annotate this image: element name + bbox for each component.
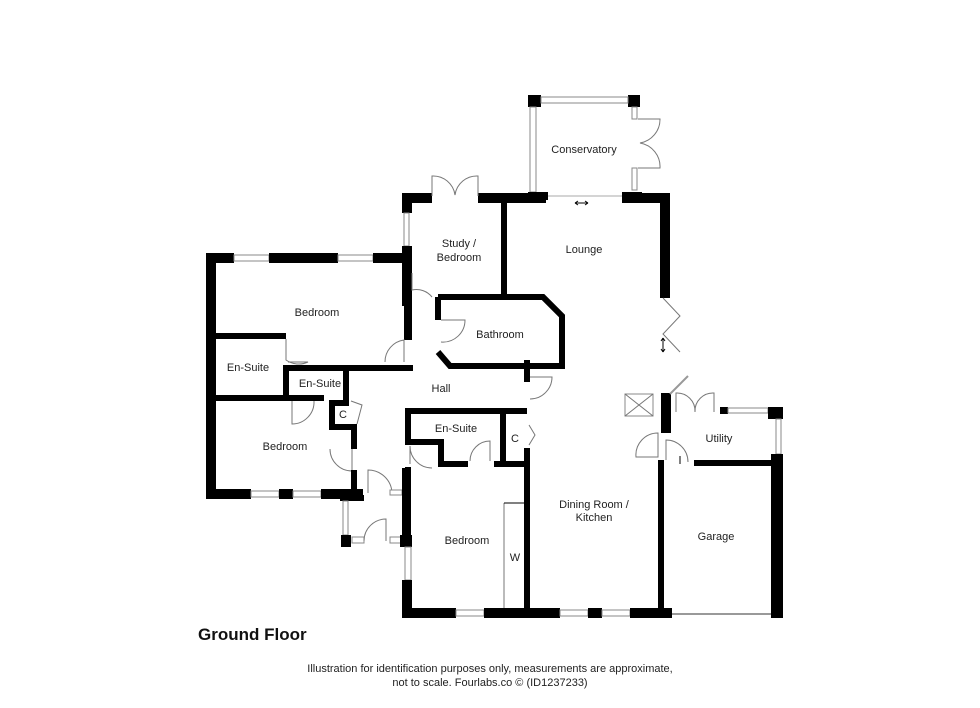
floor-title: Ground Floor xyxy=(198,625,307,644)
lower-bedroom-walls xyxy=(402,360,560,618)
bathroom-walls xyxy=(435,294,565,369)
label-wardrobe: W xyxy=(510,552,521,564)
label-study-line2: Bedroom xyxy=(437,252,482,264)
label-conservatory: Conservatory xyxy=(551,144,617,156)
label-lounge: Lounge xyxy=(566,244,603,256)
disclaimer-line-2: not to scale. Fourlabs.co © (ID1237233) xyxy=(392,677,588,689)
label-ensuite-1: En-Suite xyxy=(227,362,269,374)
label-utility: Utility xyxy=(706,433,733,445)
left-bedroom-walls xyxy=(206,253,433,500)
label-dining-line2: Kitchen xyxy=(576,512,613,524)
label-cupboard-2: C xyxy=(511,433,519,445)
label-ensuite-2: En-Suite xyxy=(299,378,341,390)
disclaimer-line-1: Illustration for identification purposes… xyxy=(307,663,673,675)
label-garage: Garage xyxy=(698,531,735,543)
porch-walls xyxy=(340,468,412,547)
label-bedroom-3: Bedroom xyxy=(445,535,490,547)
kitchen-garage-walls xyxy=(559,375,783,618)
disclaimer: Illustration for identification purposes… xyxy=(250,662,730,690)
study-lounge-walls xyxy=(402,175,681,353)
label-cupboard-1: C xyxy=(339,409,347,421)
room-labels: Conservatory Study / Bedroom Lounge Bedr… xyxy=(227,144,734,564)
label-bedroom-1: Bedroom xyxy=(295,307,340,319)
label-bedroom-2: Bedroom xyxy=(263,441,308,453)
label-study-line1: Study / xyxy=(442,238,477,250)
label-ensuite-3: En-Suite xyxy=(435,423,477,435)
label-dining-line1: Dining Room / xyxy=(559,499,630,511)
label-hall: Hall xyxy=(432,383,451,395)
label-bathroom: Bathroom xyxy=(476,329,524,341)
